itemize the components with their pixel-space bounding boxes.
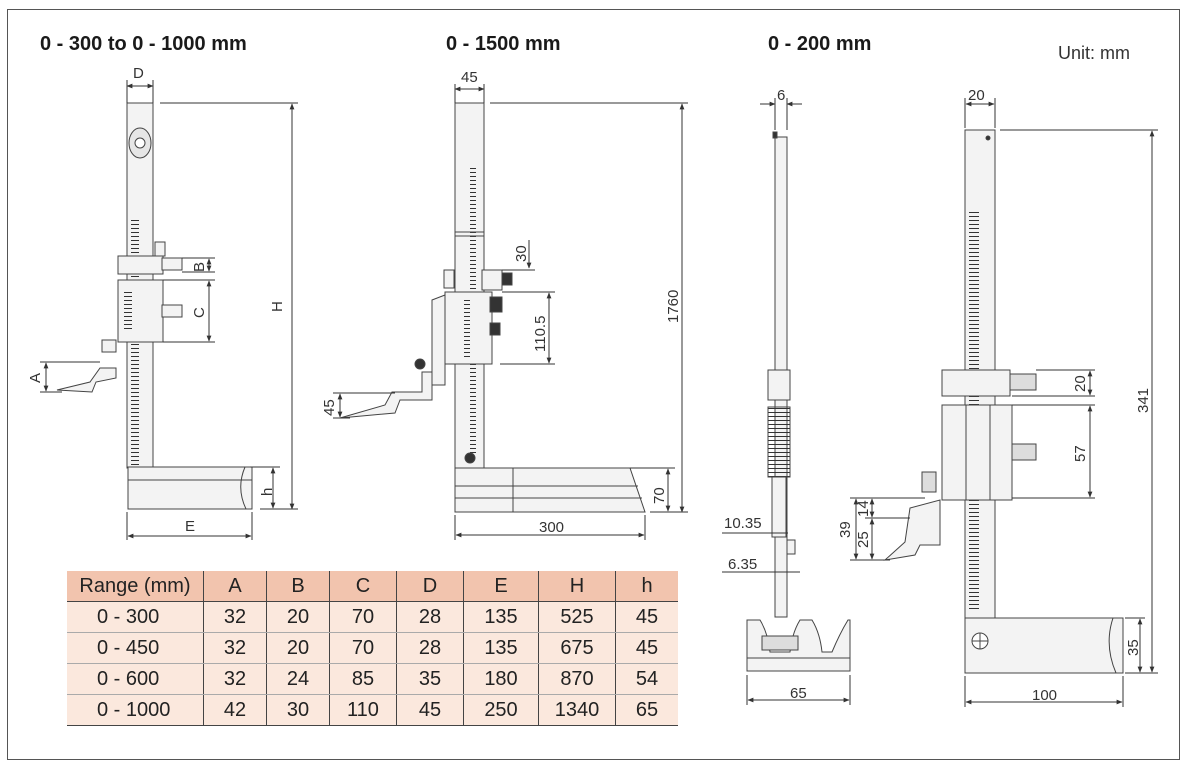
left-scriber — [56, 367, 117, 393]
dim-20-clamp: 20 — [1072, 375, 1089, 392]
cell: 85 — [329, 663, 397, 695]
col-range: Range (mm) — [67, 571, 204, 602]
dim-E: E — [185, 518, 195, 535]
dim-B: B — [191, 262, 208, 272]
dim-39: 39 — [837, 521, 854, 538]
middle-scriber — [339, 371, 433, 419]
cell: 110 — [329, 694, 397, 726]
cell: 180 — [463, 663, 539, 695]
cell: 45 — [615, 632, 678, 664]
front-slider — [941, 404, 1013, 501]
cell: 0 - 1000 — [67, 694, 204, 726]
front-base — [964, 617, 1124, 674]
dim-35: 35 — [1125, 639, 1142, 656]
dim-45-scriber: 45 — [321, 399, 338, 416]
dim-110-5: 110.5 — [532, 316, 549, 352]
spec-table: Range (mm) A B C D E H h 0 - 300 32 20 7… — [67, 571, 678, 726]
cell: 30 — [266, 694, 330, 726]
left-height-gauge — [56, 102, 253, 510]
dim-20-top: 20 — [968, 87, 985, 104]
cell: 65 — [615, 694, 678, 726]
dim-70: 70 — [651, 487, 668, 504]
cell: 0 - 600 — [67, 663, 204, 695]
dim-300: 300 — [539, 519, 564, 536]
dim-6: 6 — [777, 87, 785, 104]
dim-D: D — [133, 65, 144, 82]
side-clamp — [767, 369, 791, 401]
dim-1760: 1760 — [665, 290, 682, 323]
cell: 135 — [463, 601, 539, 633]
middle-dimensions — [333, 84, 688, 540]
col-h: h — [615, 571, 678, 602]
cell: 0 - 450 — [67, 632, 204, 664]
dim-C: C — [191, 307, 208, 318]
side-view-gauge — [746, 131, 851, 672]
cell: 32 — [203, 663, 267, 695]
front-scriber — [883, 499, 941, 561]
cell: 32 — [203, 632, 267, 664]
cell: 28 — [396, 632, 464, 664]
dim-65: 65 — [790, 685, 807, 702]
cell: 20 — [266, 601, 330, 633]
dim-100: 100 — [1032, 687, 1057, 704]
table-header-row: Range (mm) A B C D E H h — [67, 571, 678, 602]
cell: 1340 — [538, 694, 616, 726]
cell: 54 — [615, 663, 678, 695]
side-dimensions — [722, 98, 851, 705]
middle-clamp — [481, 269, 503, 291]
cell: 870 — [538, 663, 616, 695]
dim-14: 14 — [855, 500, 872, 517]
table-row: 0 - 300 32 20 70 28 135 525 45 — [67, 601, 678, 633]
middle-base — [454, 467, 646, 513]
col-A: A — [203, 571, 267, 602]
cell: 45 — [615, 601, 678, 633]
dim-6-35: 6.35 — [728, 556, 757, 573]
cell: 70 — [329, 632, 397, 664]
middle-beam — [454, 102, 485, 469]
left-dimensions — [40, 80, 298, 540]
front-view-gauge — [883, 129, 1124, 674]
col-E: E — [463, 571, 539, 602]
left-feed-clamp — [117, 255, 164, 275]
table-row: 0 - 1000 42 30 110 45 250 1340 65 — [67, 694, 678, 726]
dim-45-top: 45 — [461, 69, 478, 86]
dim-25: 25 — [855, 531, 872, 548]
front-clamp — [941, 369, 1011, 397]
cell: 525 — [538, 601, 616, 633]
front-dimensions — [850, 98, 1158, 707]
col-D: D — [396, 571, 464, 602]
cell: 250 — [463, 694, 539, 726]
title-right: 0 - 200 mm — [768, 33, 872, 55]
dim-341: 341 — [1135, 388, 1152, 413]
cell: 35 — [396, 663, 464, 695]
dim-H: H — [269, 301, 286, 312]
table-row: 0 - 450 32 20 70 28 135 675 45 — [67, 632, 678, 664]
title-middle: 0 - 1500 mm — [446, 33, 561, 55]
col-C: C — [329, 571, 397, 602]
cell: 28 — [396, 601, 464, 633]
col-B: B — [266, 571, 330, 602]
col-H: H — [538, 571, 616, 602]
cell: 20 — [266, 632, 330, 664]
dim-57: 57 — [1072, 445, 1089, 462]
cell: 675 — [538, 632, 616, 664]
dim-h: h — [259, 488, 276, 496]
cell: 135 — [463, 632, 539, 664]
dim-A: A — [27, 373, 44, 383]
dim-10-35: 10.35 — [724, 515, 762, 532]
cell: 32 — [203, 601, 267, 633]
table-row: 0 - 600 32 24 85 35 180 870 54 — [67, 663, 678, 695]
left-base — [127, 466, 253, 510]
cell: 70 — [329, 601, 397, 633]
cell: 24 — [266, 663, 330, 695]
middle-height-gauge — [339, 102, 646, 513]
title-left: 0 - 300 to 0 - 1000 mm — [40, 33, 247, 55]
dim-30: 30 — [513, 245, 530, 262]
cell: 45 — [396, 694, 464, 726]
cell: 0 - 300 — [67, 601, 204, 633]
cell: 42 — [203, 694, 267, 726]
unit-label: Unit: mm — [1058, 43, 1130, 63]
